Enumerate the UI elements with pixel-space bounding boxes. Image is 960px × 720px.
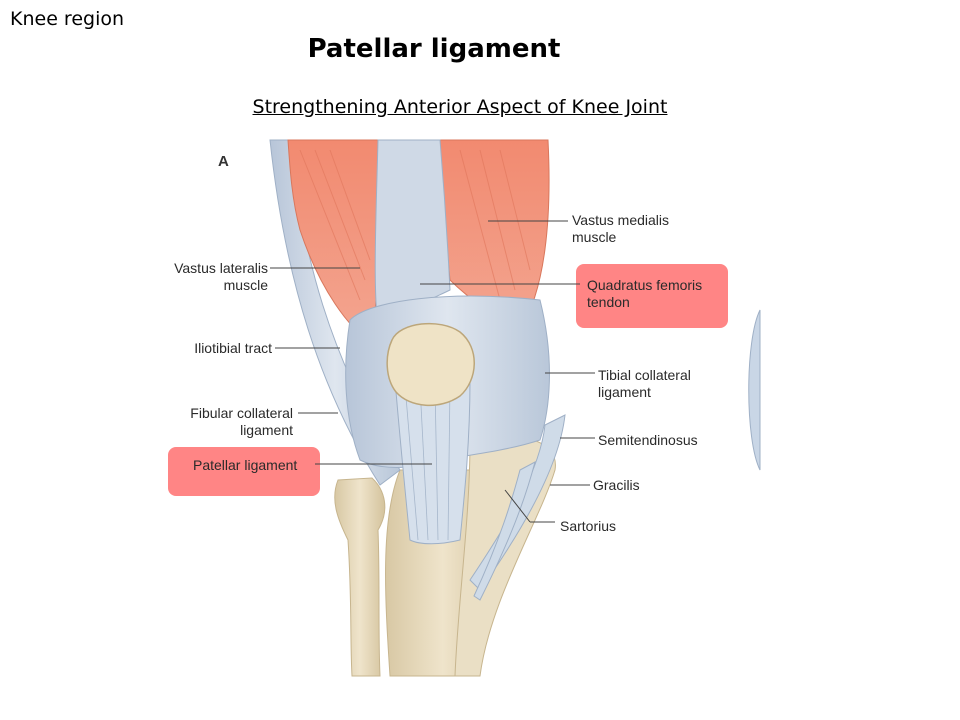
- label-vastus-medialis: Vastus medialis muscle: [572, 212, 670, 245]
- label-fibular-collateral: Fibular collateral ligament: [190, 405, 293, 438]
- section-label: Knee region: [10, 8, 125, 30]
- pes-anserinus-tendons: [469, 414, 566, 601]
- page-title: Patellar ligament: [307, 34, 561, 64]
- muscle-striations: [299, 149, 531, 301]
- label-patellar-ligament: Patellar ligament: [193, 457, 298, 473]
- label-gracilis: Gracilis: [593, 477, 640, 493]
- second-panel-edge: [748, 309, 761, 471]
- ligament-fibers: [404, 384, 451, 541]
- label-vastus-lateralis: Vastus lateralis muscle: [174, 260, 268, 293]
- patella: [386, 322, 475, 407]
- label-iliotibial-tract: Iliotibial tract: [194, 340, 272, 356]
- label-quadratus-femoris: Quadratus femoris tendon: [587, 277, 703, 310]
- label-semitendinosus: Semitendinosus: [598, 432, 698, 448]
- highlight-patellar-ligament: [168, 447, 320, 496]
- highlight-quadratus-femoris: [576, 264, 728, 328]
- label-tibial-collateral: Tibial collateral ligament: [598, 367, 691, 400]
- label-sartorius: Sartorius: [560, 518, 617, 534]
- page-subtitle: Strengthening Anterior Aspect of Knee Jo…: [252, 96, 668, 118]
- leader-lines: [270, 220, 595, 523]
- panel-letter: A: [218, 153, 229, 170]
